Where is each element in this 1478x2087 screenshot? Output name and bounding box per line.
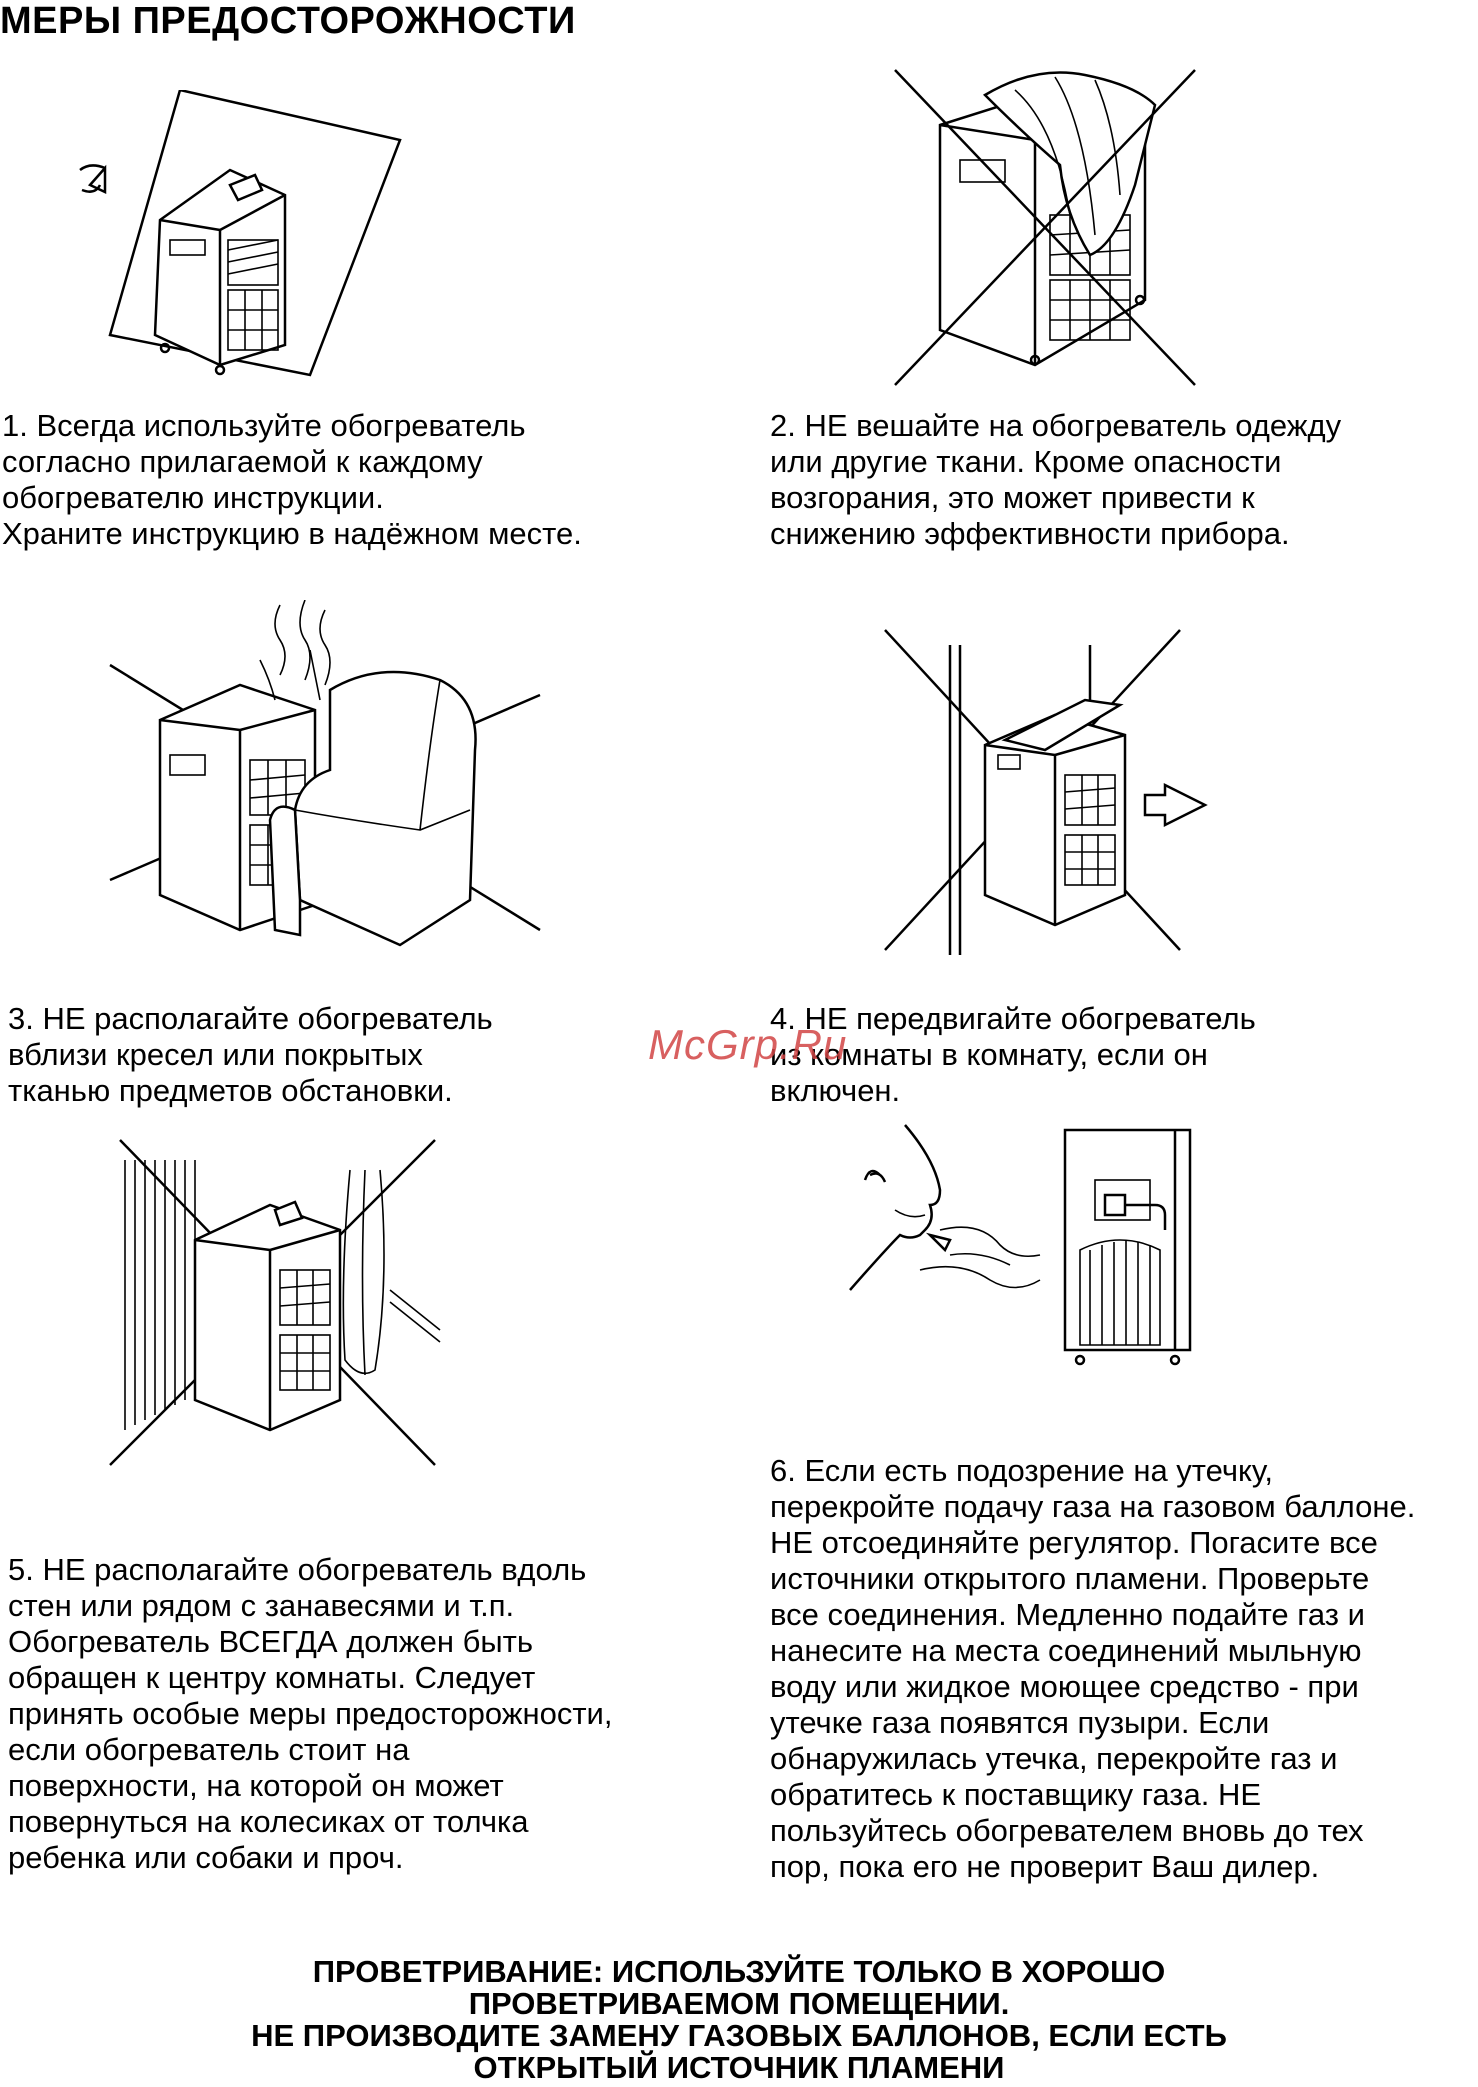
precaution-4-line: включен. xyxy=(770,1073,901,1108)
precaution-6-line: обнаружилась утечка, перекройте газ и xyxy=(770,1741,1338,1776)
precaution-3-line: вблизи кресел или покрытых xyxy=(8,1037,423,1072)
precaution-5-line: стен или рядом с занавесями и т.п. xyxy=(8,1588,515,1623)
ventilation-warning-line: НЕ ПРОИЗВОДИТЕ ЗАМЕНУ ГАЗОВЫХ БАЛЛОНОВ, … xyxy=(251,2018,1227,2053)
ventilation-warning-line: ПРОВЕТРИВАНИЕ: ИСПОЛЬЗУЙТЕ ТОЛЬКО В ХОРО… xyxy=(312,1954,1166,1989)
precaution-2-line: 2. НЕ вешайте на обогреватель одежду xyxy=(770,408,1342,443)
precaution-6-line: пор, пока его не проверит Ваш дилер. xyxy=(770,1849,1320,1884)
precaution-6-line: нанесите на места соединений мыльную xyxy=(770,1633,1362,1668)
precaution-3: 3. НЕ располагайте обогреватель вблизи к… xyxy=(8,1001,493,1109)
precaution-2-line: снижению эффективности прибора. xyxy=(770,516,1290,551)
precaution-5-line: повернуться на колесиках от толчка xyxy=(8,1804,529,1839)
precaution-4-line: из комнаты в комнату, если он xyxy=(770,1037,1208,1072)
precaution-5-line: поверхности, на которой он может xyxy=(8,1768,504,1803)
ventilation-warning-line: ОТКРЫТЫЙ ИСТОЧНИК ПЛАМЕНИ xyxy=(473,2050,1005,2085)
precaution-5-line: Обогреватель ВСЕГДА должен быть xyxy=(8,1624,534,1659)
precaution-6-line: НЕ отсоединяйте регулятор. Погасите все xyxy=(770,1525,1378,1560)
ventilation-warning-line: ПРОВЕТРИВАЕМОМ ПОМЕЩЕНИИ. xyxy=(468,1986,1010,2021)
heater-near-curtains-crossed-illustration xyxy=(90,1130,470,1470)
precaution-6-line: источники открытого пламени. Проверьте xyxy=(770,1561,1370,1596)
precaution-3-line: тканью предметов обстановки. xyxy=(8,1073,453,1108)
heater-with-manual-illustration xyxy=(70,90,410,380)
precaution-6-line: все соединения. Медленно подайте газ и xyxy=(770,1597,1365,1632)
precaution-6-line: воду или жидкое моющее средство - при xyxy=(770,1669,1359,1704)
precaution-1-line: Храните инструкцию в надёжном месте. xyxy=(2,516,582,551)
heater-with-clothes-crossed-illustration xyxy=(885,65,1205,390)
precaution-2: 2. НЕ вешайте на обогреватель одежду или… xyxy=(770,408,1341,552)
precaution-4: 4. НЕ передвигайте обогреватель из комна… xyxy=(770,1001,1256,1109)
gas-smell-illustration xyxy=(840,1120,1220,1370)
precaution-1: 1. Всегда используйте обогреватель согла… xyxy=(2,408,582,552)
precaution-2-line: или другие ткани. Кроме опасности xyxy=(770,444,1282,479)
precaution-1-line: обогревателю инструкции. xyxy=(2,480,384,515)
precaution-5-line: 5. НЕ располагайте обогреватель вдоль xyxy=(8,1552,587,1587)
precaution-6-line: перекройте подачу газа на газовом баллон… xyxy=(770,1489,1416,1524)
precaution-6: 6. Если есть подозрение на утечку, перек… xyxy=(770,1453,1415,1885)
ventilation-warning: ПРОВЕТРИВАНИЕ: ИСПОЛЬЗУЙТЕ ТОЛЬКО В ХОРО… xyxy=(0,1956,1478,2084)
precaution-5-line: принять особые меры предосторожности, xyxy=(8,1696,613,1731)
precaution-5-line: если обогреватель стоит на xyxy=(8,1732,410,1767)
heater-near-armchair-crossed-illustration xyxy=(100,600,550,980)
precaution-1-line: 1. Всегда используйте обогреватель xyxy=(2,408,526,443)
precaution-6-line: пользуйтесь обогревателем вновь до тех xyxy=(770,1813,1364,1848)
precaution-6-line: 6. Если есть подозрение на утечку, xyxy=(770,1453,1273,1488)
precaution-3-line: 3. НЕ располагайте обогреватель xyxy=(8,1001,493,1036)
precaution-5: 5. НЕ располагайте обогреватель вдоль ст… xyxy=(8,1552,613,1876)
watermark: McGrp.Ru xyxy=(648,1021,848,1068)
precaution-1-line: согласно прилагаемой к каждому xyxy=(2,444,483,479)
precaution-6-line: утечке газа появятся пузыри. Если xyxy=(770,1705,1270,1740)
precaution-4-line: 4. НЕ передвигайте обогреватель xyxy=(770,1001,1256,1036)
precaution-6-line: обратитесь к поставщику газа. НЕ xyxy=(770,1777,1262,1812)
precaution-5-line: ребенка или собаки и проч. xyxy=(8,1840,404,1875)
precaution-2-line: возгорания, это может привести к xyxy=(770,480,1255,515)
page-title: МЕРЫ ПРЕДОСТОРОЖНОСТИ xyxy=(0,0,576,42)
heater-moving-crossed-illustration xyxy=(880,625,1220,955)
precaution-5-line: обращен к центру комнаты. Следует xyxy=(8,1660,536,1695)
